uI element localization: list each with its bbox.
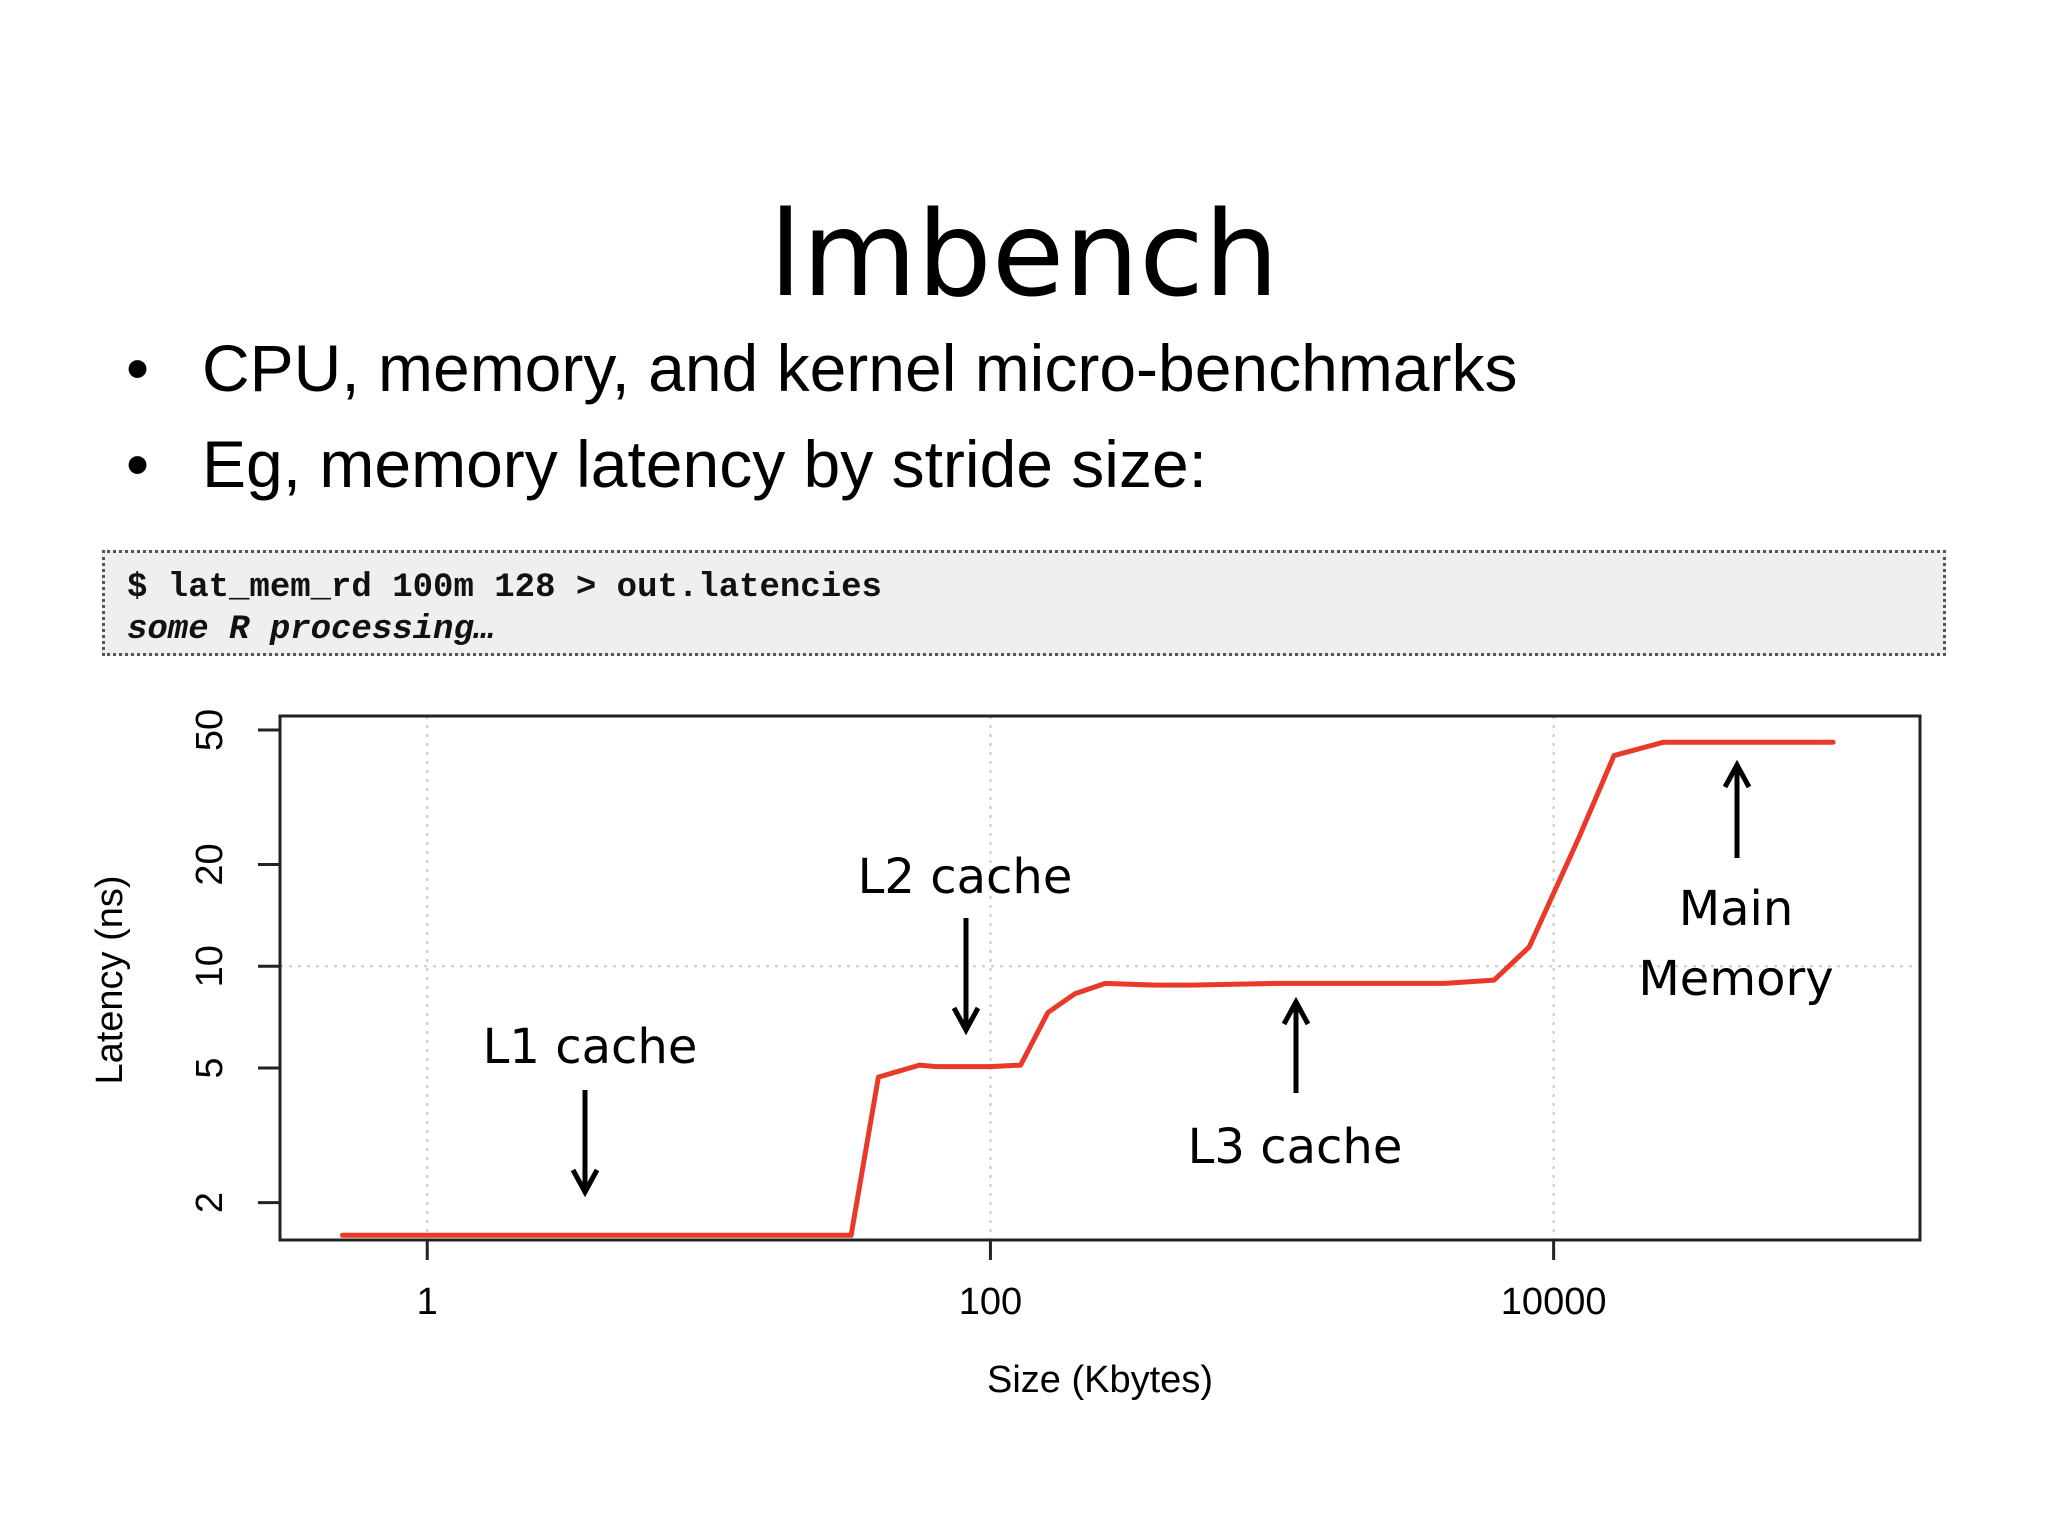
code-block: $ lat_mem_rd 100m 128 > out.latencies so… — [102, 550, 1946, 656]
annotation-arrow-head — [570, 1168, 600, 1198]
y-tick-label: 20 — [189, 843, 231, 885]
annotation-arrow-head — [951, 1006, 981, 1036]
y-tick-label: 10 — [189, 945, 231, 987]
slide-title: lmbench — [769, 185, 1279, 324]
bullet-list: • CPU, memory, and kernel micro-benchmar… — [120, 320, 1518, 512]
y-tick-label: 2 — [189, 1192, 231, 1213]
code-line-note: some R processing… — [127, 611, 495, 649]
annotation-label: L3 cache — [1188, 1119, 1403, 1175]
bullet-dot: • — [126, 427, 150, 501]
x-tick-label: 100 — [959, 1281, 1022, 1323]
x-tick-label: 1 — [417, 1281, 438, 1323]
x-axis-title: Size (Kbytes) — [987, 1359, 1213, 1401]
annotation-label: Memory — [1638, 951, 1833, 1007]
bullet-item: • CPU, memory, and kernel micro-benchmar… — [120, 320, 1518, 416]
annotation-label: L1 cache — [483, 1019, 698, 1075]
code-line-command: $ lat_mem_rd 100m 128 > out.latencies — [127, 569, 882, 607]
bullet-item: • Eg, memory latency by stride size: — [120, 416, 1518, 512]
axis-layer: 1 100 10000 2 5 10 20 50 — [189, 709, 1606, 1323]
y-tick-label: 5 — [189, 1057, 231, 1078]
annotation-label: Main — [1679, 881, 1794, 937]
series-layer — [340, 739, 1836, 1238]
grid-layer — [280, 716, 1920, 1240]
y-axis-title: Latency (ns) — [89, 875, 131, 1084]
annotation-label: L2 cache — [858, 849, 1073, 905]
bullet-text: Eg, memory latency by stride size: — [202, 427, 1208, 501]
annotation-arrow-head — [1722, 759, 1752, 789]
plot-frame — [278, 714, 1922, 1242]
latency-series-line — [340, 739, 1836, 1238]
x-tick-label: 10000 — [1501, 1281, 1607, 1323]
bullet-dot: • — [126, 331, 150, 405]
y-tick-label: 50 — [189, 709, 231, 751]
annotation-arrow-head — [1281, 996, 1311, 1026]
bullet-text: CPU, memory, and kernel micro-benchmarks — [202, 331, 1518, 405]
